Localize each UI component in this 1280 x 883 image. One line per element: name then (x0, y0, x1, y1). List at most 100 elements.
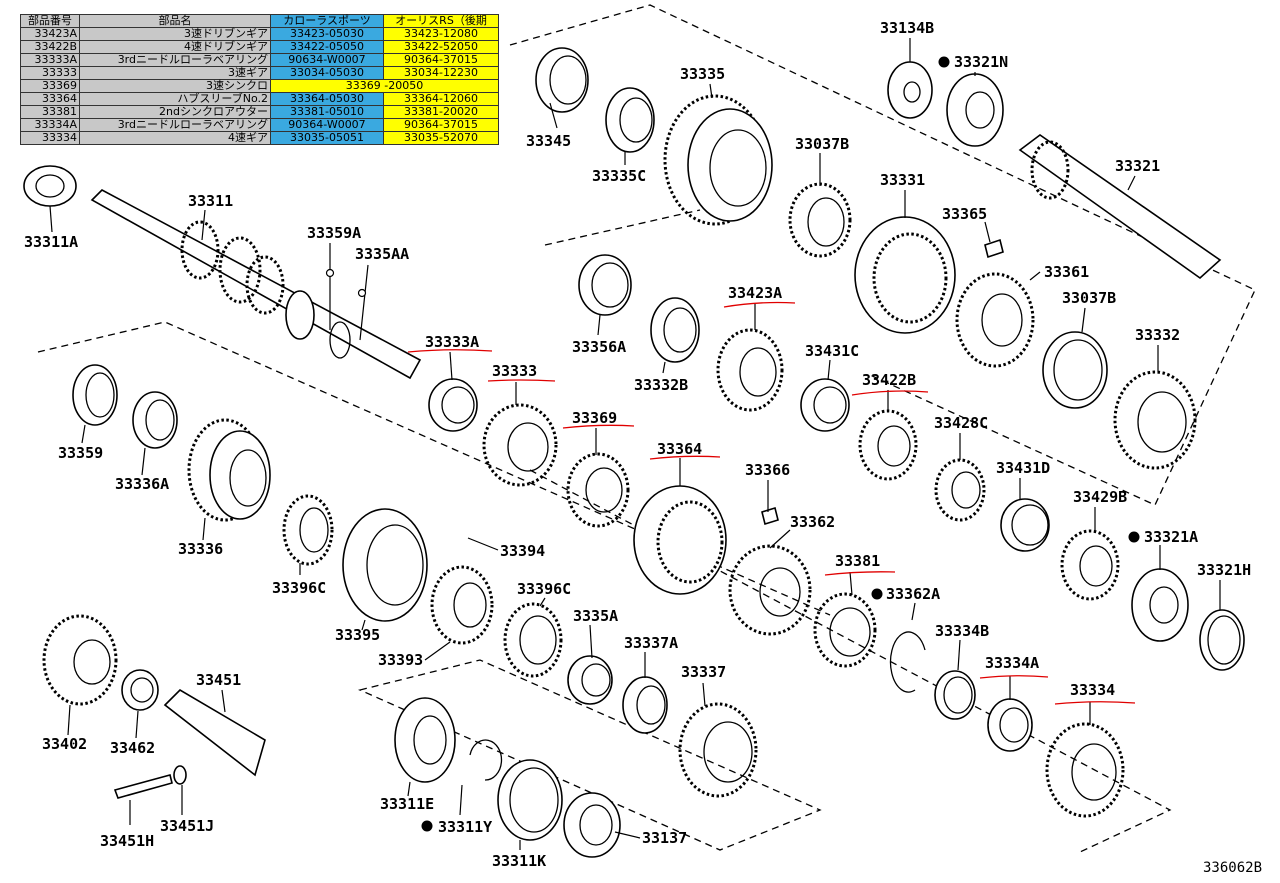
label-33365: 33365 (942, 205, 987, 223)
label-33137: 33137 (642, 829, 687, 847)
label-33394: 33394 (500, 542, 545, 560)
label-3335A: 3335A (573, 607, 618, 625)
table-header-row: 部品番号 部品名 カローラスポーツ オーリスRS（後期 (20, 14, 499, 28)
highlight-marks (407, 301, 1136, 705)
label-33396C-1: 33396C (272, 579, 326, 597)
cell-part-number: 33369 (20, 79, 80, 93)
label-33037B-2: 33037B (1062, 289, 1116, 307)
header-part-name: 部品名 (79, 14, 271, 28)
cell-part-number: 33334 (20, 131, 80, 145)
cell-part-name: 3rdニードルローラベアリング (79, 53, 271, 67)
label-33369: 33369 (572, 409, 617, 427)
cell-auris-rs: 33381-20020 (383, 105, 499, 119)
marker-dots (325, 56, 1140, 832)
label-33311: 33311 (188, 192, 233, 210)
label-33334A: 33334A (985, 654, 1039, 672)
cell-corolla-sport: 33364-05030 (270, 92, 384, 106)
cell-corolla-sport: 33381-05010 (270, 105, 384, 119)
label-33037B-1: 33037B (795, 135, 849, 153)
label-33361: 33361 (1044, 263, 1089, 281)
label-33359: 33359 (58, 444, 103, 462)
parts-shapes (23, 47, 1245, 858)
label-33337: 33337 (681, 663, 726, 681)
cell-shared-part-number: 33369 -20050 (270, 79, 499, 93)
cell-part-number: 33422B (20, 40, 80, 54)
bullet-33362A (871, 588, 883, 600)
cell-corolla-sport: 33423-05030 (270, 27, 384, 41)
cell-auris-rs: 90364-37015 (383, 53, 499, 67)
label-33332: 33332 (1135, 326, 1180, 344)
label-33321: 33321 (1115, 157, 1160, 175)
label-3335AA: 3335AA (355, 245, 409, 263)
label-33334: 33334 (1070, 681, 1115, 699)
label-33451J: 33451J (160, 817, 214, 835)
label-33134B: 33134B (880, 19, 934, 37)
label-33362A: 33362A (886, 585, 940, 603)
label-33451: 33451 (196, 671, 241, 689)
label-33359A: 33359A (307, 224, 361, 242)
label-33381: 33381 (835, 552, 880, 570)
label-33362: 33362 (790, 513, 835, 531)
cell-corolla-sport: 33034-05030 (270, 66, 384, 80)
cell-part-number: 33364 (20, 92, 80, 106)
cell-auris-rs: 33035-52070 (383, 131, 499, 145)
label-33395: 33395 (335, 626, 380, 644)
cell-auris-rs: 33423-12080 (383, 27, 499, 41)
cell-part-number: 33334A (20, 118, 80, 132)
label-33336: 33336 (178, 540, 223, 558)
label-33321H: 33321H (1197, 561, 1251, 579)
cell-auris-rs: 33364-12060 (383, 92, 499, 106)
bullet-33321N (938, 56, 950, 68)
label-33356A: 33356A (572, 338, 626, 356)
cell-part-number: 33381 (20, 105, 80, 119)
cell-auris-rs: 33422-52050 (383, 40, 499, 54)
label-33393: 33393 (378, 651, 423, 669)
label-33366: 33366 (745, 461, 790, 479)
label-33331: 33331 (880, 171, 925, 189)
label-33337A: 33337A (624, 634, 678, 652)
header-auris-rs: オーリスRS（後期 (383, 14, 499, 28)
label-33364: 33364 (657, 440, 702, 458)
label-33335C: 33335C (592, 167, 646, 185)
cell-part-number: 33333 (20, 66, 80, 80)
label-33396C-2: 33396C (517, 580, 571, 598)
label-33311K: 33311K (492, 852, 546, 870)
label-33333A: 33333A (425, 333, 479, 351)
cell-part-name: 3rdニードルローラベアリング (79, 118, 271, 132)
label-33423A: 33423A (728, 284, 782, 302)
label-33451H: 33451H (100, 832, 154, 850)
label-33334B: 33334B (935, 622, 989, 640)
header-corolla-sport: カローラスポーツ (270, 14, 384, 28)
label-33321N: 33321N (954, 53, 1008, 71)
label-33321A: 33321A (1144, 528, 1198, 546)
header-part-number: 部品番号 (20, 14, 80, 28)
label-33311A: 33311A (24, 233, 78, 251)
cell-corolla-sport: 33422-05050 (270, 40, 384, 54)
label-33345: 33345 (526, 132, 571, 150)
cell-part-name: ハブスリーブNo.2 (79, 92, 271, 106)
label-33333: 33333 (492, 362, 537, 380)
cell-part-name: 4速ギア (79, 131, 271, 145)
label-33428C: 33428C (934, 414, 988, 432)
cell-part-number: 33423A (20, 27, 80, 41)
label-33431D: 33431D (996, 459, 1050, 477)
cell-part-number: 33333A (20, 53, 80, 67)
cell-part-name: 2ndシンクロアウター (79, 105, 271, 119)
cell-corolla-sport: 90634-W0007 (270, 53, 384, 67)
label-33336A: 33336A (115, 475, 169, 493)
cell-auris-rs: 90364-37015 (383, 118, 499, 132)
cell-auris-rs: 33034-12230 (383, 66, 499, 80)
label-33311Y: 33311Y (438, 818, 492, 836)
label-33335: 33335 (680, 65, 725, 83)
cell-part-name: 3速ドリブンギア (79, 27, 271, 41)
